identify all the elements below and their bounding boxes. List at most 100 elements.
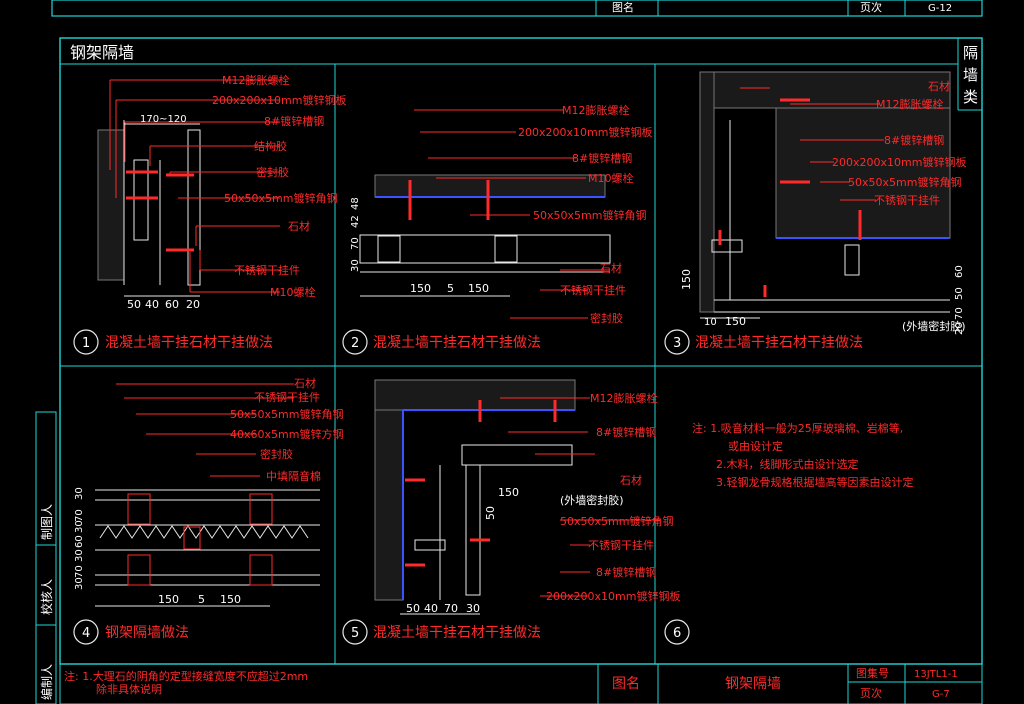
p2-dimv-2: 70 [350,237,361,250]
p2-dimv-1: 30 [350,259,361,272]
p1-dim-2: 40 [145,298,159,311]
footer-title: 钢架隔墙 [725,676,781,692]
p3-label-2: M12膨胀螺栓 [876,97,944,111]
p4-dim-2: 5 [198,593,205,606]
side-category-1: 隔 [963,44,978,62]
top-strip-tuming-label: 图名 [612,0,634,14]
p1-label-4: 结构胶 [254,139,287,153]
p5-dim-3: 70 [444,602,458,615]
p3-dim-1: 10 [704,317,717,328]
p3-number: 3 [673,336,681,351]
p3-label-4: 200x200x10mm镀锌钢板 [832,155,966,169]
p5-label-6: 不锈钢干挂件 [588,538,654,552]
p5-label-7: 8#镀锌槽钢 [596,565,656,579]
p2-label-5: 50x50x5mm镀锌角钢 [533,208,646,222]
p4-dimv-5: 30 [74,549,85,562]
top-strip: 图名 页次 G-12 [51,0,983,17]
p1-label-9: M10螺栓 [270,285,316,299]
p2-dim-1: 150 [410,282,431,295]
p1-dim-top: 170~120 [140,114,187,125]
p4-dimv-2: 70 [74,509,85,522]
note-line-4: 3.轻钢龙骨规格根据墙高等因素由设计定 [716,475,914,489]
main-frame: 钢架隔墙 隔 墙 类 [59,37,983,665]
p4-label-2: 不锈钢干挂件 [254,390,320,404]
p1-label-6: 50x50x5mm镀锌角钢 [224,191,337,205]
p3-label-1: 石材 [928,79,950,93]
p4-label-6: 中填隔音棉 [266,469,321,483]
p4-dimv-4: 60 [74,535,85,548]
side-category-3: 类 [963,88,978,106]
p2-label-3: 8#镀锌槽钢 [572,151,632,165]
panel-1: M12膨胀螺栓 200x200x10mm镀锌钢板 8#镀锌槽钢 结构胶 密封胶 … [73,73,346,355]
footer-tuming-label: 图名 [612,676,640,692]
p2-dim-2: 5 [447,282,454,295]
p2-label-4: M10螺栓 [588,171,634,185]
p2-label-6: 石材 [600,261,622,275]
p4-dim-1: 150 [158,593,179,606]
p5-dim-4: 30 [466,602,480,615]
p2-label-8: 密封胶 [590,311,623,325]
p5-label-3: 石材 [620,473,642,487]
footer-note-1: 注: 1.大理石的阴角的定型接缝宽度不应超过2mm [64,669,308,683]
p4-number: 4 [82,626,90,641]
section-title: 钢架隔墙 [70,43,134,62]
p4-label-3: 50x50x5mm镀锌角钢 [230,407,343,421]
p2-label-7: 不锈钢干挂件 [560,283,626,297]
footer-page-value: G-7 [932,689,950,700]
p4-dimv-3: 30 [74,520,85,533]
p3-dimv-2: 60 [954,265,965,278]
p2-dimv-3: 42 [350,215,361,228]
p1-label-7: 石材 [288,219,310,233]
p2-caption: 混凝土墙干挂石材干挂做法 [373,335,541,351]
panel-2: M12膨胀螺栓 200x200x10mm镀锌钢板 8#镀锌槽钢 M10螺栓 50… [342,103,652,355]
p1-number: 1 [82,336,90,351]
role-author: 编制人 [39,664,54,700]
p3-label-5: 50x50x5mm镀锌角钢 [848,175,961,189]
p2-dim-3: 150 [468,282,489,295]
role-drafter: 制图人 [40,504,54,540]
p5-dim-1: 50 [406,602,420,615]
footer-page-label: 页次 [860,686,882,700]
p2-dimv-4: 48 [350,197,361,210]
p3-label-3: 8#镀锌槽钢 [884,133,944,147]
p1-dim-4: 20 [186,298,200,311]
p3-dimv-4: 70 [954,307,965,320]
p5-label-8: 200x200x10mm镀锌钢板 [546,589,680,603]
p5-number: 5 [351,626,359,641]
note-line-3: 2.木料，线脚形式由设计选定 [716,457,859,471]
p4-dimv-1: 30 [74,487,85,500]
p5-dimv-2: 50 [484,506,497,520]
p6-number: 6 [673,626,681,641]
p1-label-2: 200x200x10mm镀锌钢板 [212,93,346,107]
p4-caption: 钢架隔墙做法 [105,625,189,641]
footer-atlas-value: 13JTL1-1 [914,669,958,680]
p1-label-5: 密封胶 [256,165,289,179]
p4-label-5: 密封胶 [260,447,293,461]
top-strip-page-label: 页次 [860,0,882,14]
p4-dimv-6: 70 [74,565,85,578]
p2-number: 2 [351,336,359,351]
p3-label-6: 不锈钢干挂件 [874,193,940,207]
p3-caption: 混凝土墙干挂石材干挂做法 [695,335,863,351]
p5-label-4: (外墙密封胶) [560,493,624,507]
p1-dim-3: 60 [165,298,179,311]
panel-3: 石材 M12膨胀螺栓 8#镀锌槽钢 200x200x10mm镀锌钢板 50x50… [664,71,966,355]
p5-dimv-1: 150 [498,486,519,499]
panel-6: 注: 1.吸音材料一般为25厚玻璃棉、岩棉等, 或由设计定 2.木料，线脚形式由… [664,421,914,645]
note-line-1: 注: 1.吸音材料一般为25厚玻璃棉、岩棉等, [692,421,903,435]
p3-dimv-1: 150 [680,269,693,290]
p3-label-7: (外墙密封胶) [902,319,966,333]
p5-label-2: 8#镀锌槽钢 [596,425,656,439]
p1-label-8: 不锈钢干挂件 [234,263,300,277]
left-role-strip: 制图人 校核人 编制人 [35,411,57,704]
p1-label-3: 8#镀锌槽钢 [264,114,324,128]
side-category-2: 墙 [963,66,978,84]
p4-label-1: 石材 [294,376,316,390]
top-strip-page-value: G-12 [928,3,952,14]
p2-label-1: M12膨胀螺栓 [562,103,630,117]
panel-5: M12膨胀螺栓 8#镀锌槽钢 石材 (外墙密封胶) 50x50x5mm镀锌角钢 … [342,379,680,645]
note-line-2: 或由设计定 [728,439,783,453]
p3-dimv-5: 20 [954,322,965,335]
p5-label-1: M12膨胀螺栓 [590,391,658,405]
role-checker: 校核人 [39,579,54,615]
